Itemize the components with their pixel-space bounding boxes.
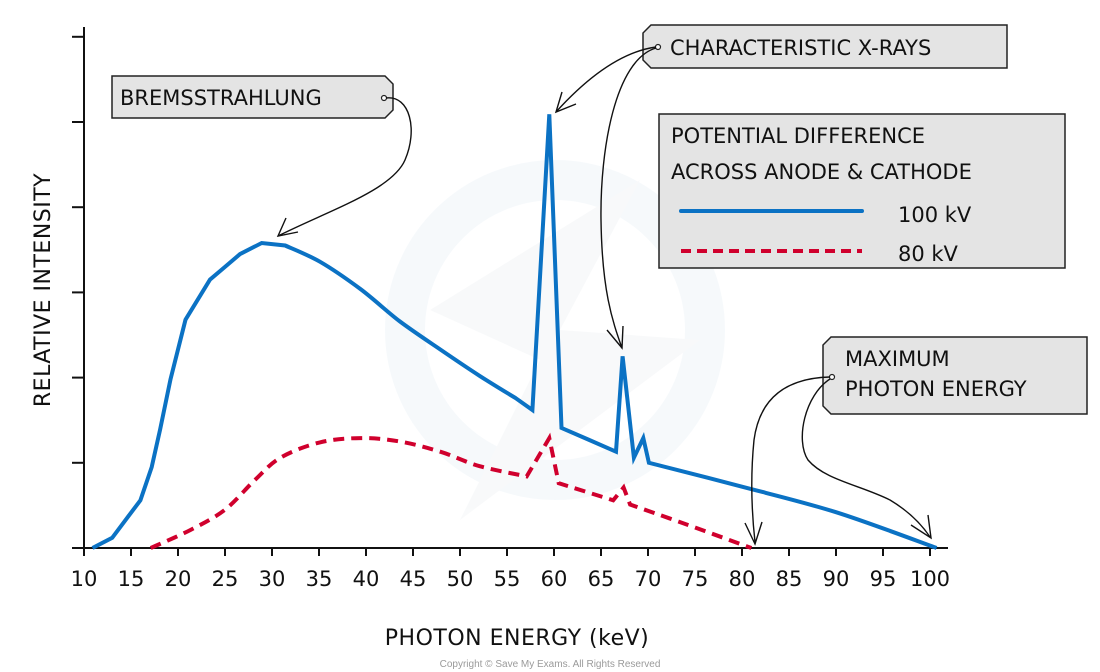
x-tick-label: 50 bbox=[447, 567, 474, 591]
maximum-photon-energy-annotation: MAXIMUM PHOTON ENERGY bbox=[744, 336, 1088, 546]
characteristic-xrays-annotation: CHARACTERISTIC X-RAYS bbox=[554, 24, 1008, 350]
x-tick-label: 95 bbox=[870, 567, 897, 591]
tag-hole-icon bbox=[654, 43, 662, 51]
x-tick-label: 30 bbox=[259, 567, 286, 591]
x-tick-label: 60 bbox=[541, 567, 568, 591]
x-tick-label: 45 bbox=[400, 567, 427, 591]
characteristic-xrays-label: CHARACTERISTIC X-RAYS bbox=[670, 36, 931, 60]
bremsstrahlung-tag bbox=[111, 75, 394, 119]
x-axis-title: PHOTON ENERGY (keV) bbox=[385, 626, 649, 651]
series-line-100kv bbox=[91, 114, 938, 550]
copyright-notice: Copyright © Save My Exams. All Rights Re… bbox=[440, 659, 661, 670]
series-line-80kv bbox=[149, 432, 753, 550]
arrowhead-icon bbox=[744, 521, 763, 546]
tag-hole-icon bbox=[828, 373, 836, 381]
legend: POTENTIAL DIFFERENCE ACROSS ANODE & CATH… bbox=[658, 113, 1066, 269]
x-tick-label: 55 bbox=[494, 567, 521, 591]
characteristic-arrow-main bbox=[555, 46, 657, 113]
x-tick-label: 90 bbox=[823, 567, 850, 591]
maximum-photon-energy-label-line-1: MAXIMUM bbox=[845, 347, 950, 371]
tag-hole-icon bbox=[380, 94, 388, 102]
characteristic-xrays-tag bbox=[642, 24, 1008, 69]
maximum-photon-energy-label-line-2: PHOTON ENERGY bbox=[845, 377, 1027, 401]
x-tick-label: 75 bbox=[682, 567, 709, 591]
x-tick-label: 70 bbox=[635, 567, 662, 591]
x-tick-label: 25 bbox=[212, 567, 239, 591]
series-layer bbox=[91, 114, 938, 550]
bremsstrahlung-label: BREMSSTRAHLUNG bbox=[120, 86, 322, 110]
legend-label-100kv: 100 kV bbox=[898, 203, 972, 227]
arrowhead-icon bbox=[606, 325, 624, 350]
legend-label-80kv: 80 kV bbox=[898, 242, 959, 266]
x-tick-label: 20 bbox=[165, 567, 192, 591]
x-tick-label: 35 bbox=[306, 567, 333, 591]
arrowhead-icon bbox=[554, 91, 577, 114]
max-energy-arrow-80kv bbox=[751, 376, 831, 543]
x-tick-label: 15 bbox=[118, 567, 145, 591]
x-tick-label: 40 bbox=[353, 567, 380, 591]
x-tick-label: 80 bbox=[729, 567, 756, 591]
maximum-photon-energy-tag bbox=[822, 336, 1088, 415]
axes: 10 15 20 25 30 35 40 45 50 55 60 65 70 75 80 85 90 95 100 bbox=[71, 27, 950, 591]
y-axis-title: RELATIVE INTENSITY bbox=[31, 173, 56, 407]
legend-title-line-2: ACROSS ANODE & CATHODE bbox=[671, 160, 972, 184]
x-tick-label: 10 bbox=[71, 567, 98, 591]
legend-title-line-1: POTENTIAL DIFFERENCE bbox=[671, 124, 925, 148]
bremsstrahlung-annotation: BREMSSTRAHLUNG bbox=[111, 75, 412, 237]
bremsstrahlung-arrow bbox=[277, 97, 412, 237]
legend-box bbox=[658, 113, 1066, 269]
x-tick-label: 100 bbox=[910, 567, 950, 591]
arrowhead-icon bbox=[910, 514, 932, 540]
x-tick-label: 85 bbox=[776, 567, 803, 591]
max-energy-arrow-100kv bbox=[801, 378, 931, 538]
x-tick-label: 65 bbox=[588, 567, 615, 591]
arrowhead-icon bbox=[276, 217, 299, 237]
characteristic-arrow-secondary bbox=[600, 47, 657, 349]
watermark-logo bbox=[385, 160, 725, 520]
